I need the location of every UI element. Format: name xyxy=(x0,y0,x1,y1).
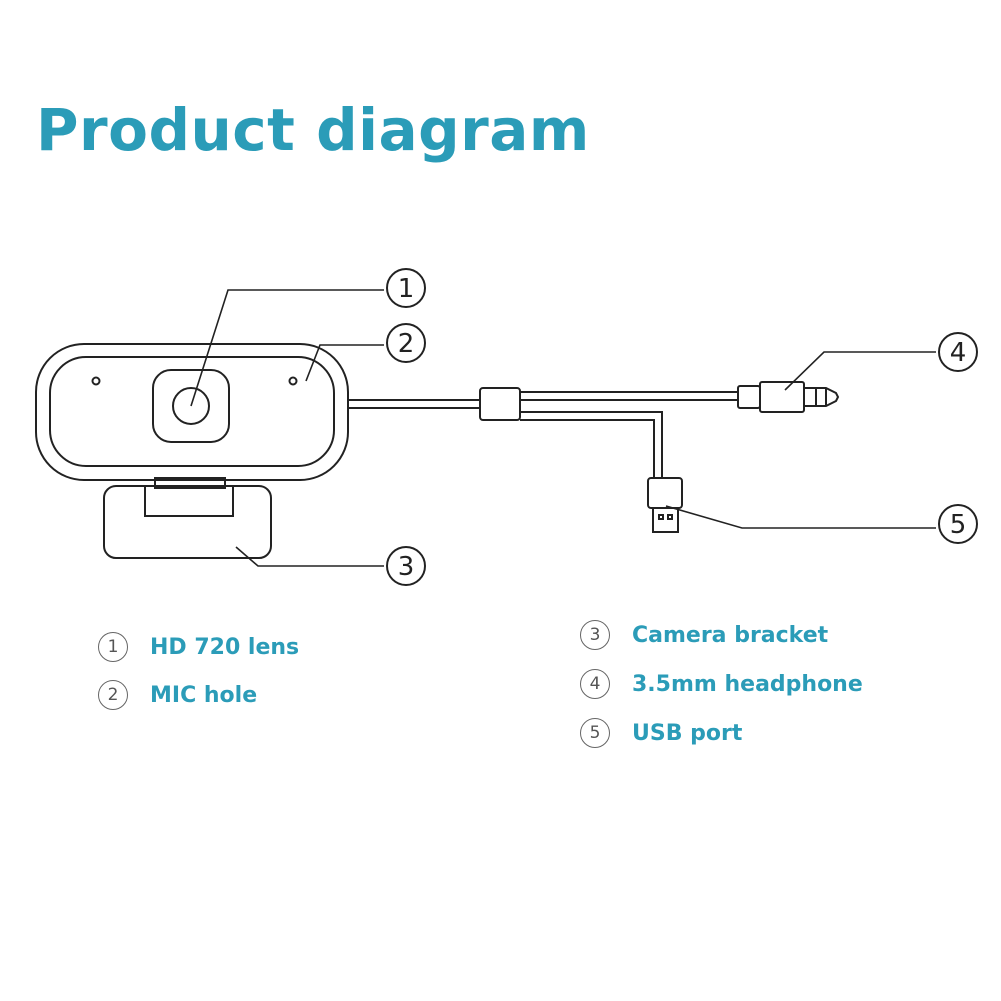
legend-number: 4 xyxy=(580,669,610,699)
audio-cable xyxy=(520,391,738,401)
leader-line-4 xyxy=(784,351,936,391)
bracket-neck xyxy=(154,477,226,489)
legend-number: 5 xyxy=(580,718,610,748)
usb-connector-body xyxy=(647,477,683,509)
legend-label: Camera bracket xyxy=(632,622,829,648)
bracket-hinge xyxy=(144,485,234,517)
legend-label: USB port xyxy=(632,720,743,746)
legend-label: 3.5mm headphone xyxy=(632,671,863,697)
legend-item-lens: 1 HD 720 lens xyxy=(98,632,299,662)
legend-item-usb: 5 USB port xyxy=(580,718,742,748)
usb-plug-pins xyxy=(658,514,673,520)
usb-plug-icon xyxy=(652,507,679,533)
callout-number-5: 5 xyxy=(950,510,967,540)
callout-circle-2 xyxy=(386,323,426,363)
callout-number-2: 2 xyxy=(398,329,415,359)
legend-item-bracket: 3 Camera bracket xyxy=(580,620,828,650)
legend-item-mic: 2 MIC hole xyxy=(98,680,257,710)
legend-number: 1 xyxy=(98,632,128,662)
audio-jack-rings xyxy=(815,388,827,406)
usb-cable xyxy=(520,411,663,478)
legend-label: MIC hole xyxy=(150,682,258,708)
page-title: Product diagram xyxy=(36,96,590,164)
legend-item-headphone: 4 3.5mm headphone xyxy=(580,669,863,699)
lens-icon xyxy=(172,387,210,425)
callout-circle-1 xyxy=(386,268,426,308)
mic-hole-left-icon xyxy=(91,376,101,386)
camera-body xyxy=(35,343,349,481)
callout-number-1: 1 xyxy=(398,274,415,304)
lens-housing xyxy=(152,369,230,443)
leader-line-2 xyxy=(305,344,384,382)
camera-face xyxy=(49,356,335,467)
legend-number: 3 xyxy=(580,620,610,650)
audio-jack-body xyxy=(759,381,805,413)
mic-hole-right-icon xyxy=(288,376,298,386)
audio-jack-plug-icon xyxy=(804,387,840,407)
callout-circle-4 xyxy=(938,332,978,372)
callout-circle-5 xyxy=(938,504,978,544)
leader-line-3 xyxy=(235,546,384,567)
cable-splitter xyxy=(479,387,521,421)
callout-number-3: 3 xyxy=(398,552,415,582)
leader-line-1 xyxy=(190,289,384,407)
callout-circle-3 xyxy=(386,546,426,586)
audio-jack-collar xyxy=(737,385,761,409)
legend-label: HD 720 lens xyxy=(150,634,300,660)
camera-bracket xyxy=(103,485,272,559)
leader-line-5 xyxy=(665,505,936,529)
legend-number: 2 xyxy=(98,680,128,710)
callout-number-4: 4 xyxy=(950,338,967,368)
main-cable xyxy=(348,399,480,409)
